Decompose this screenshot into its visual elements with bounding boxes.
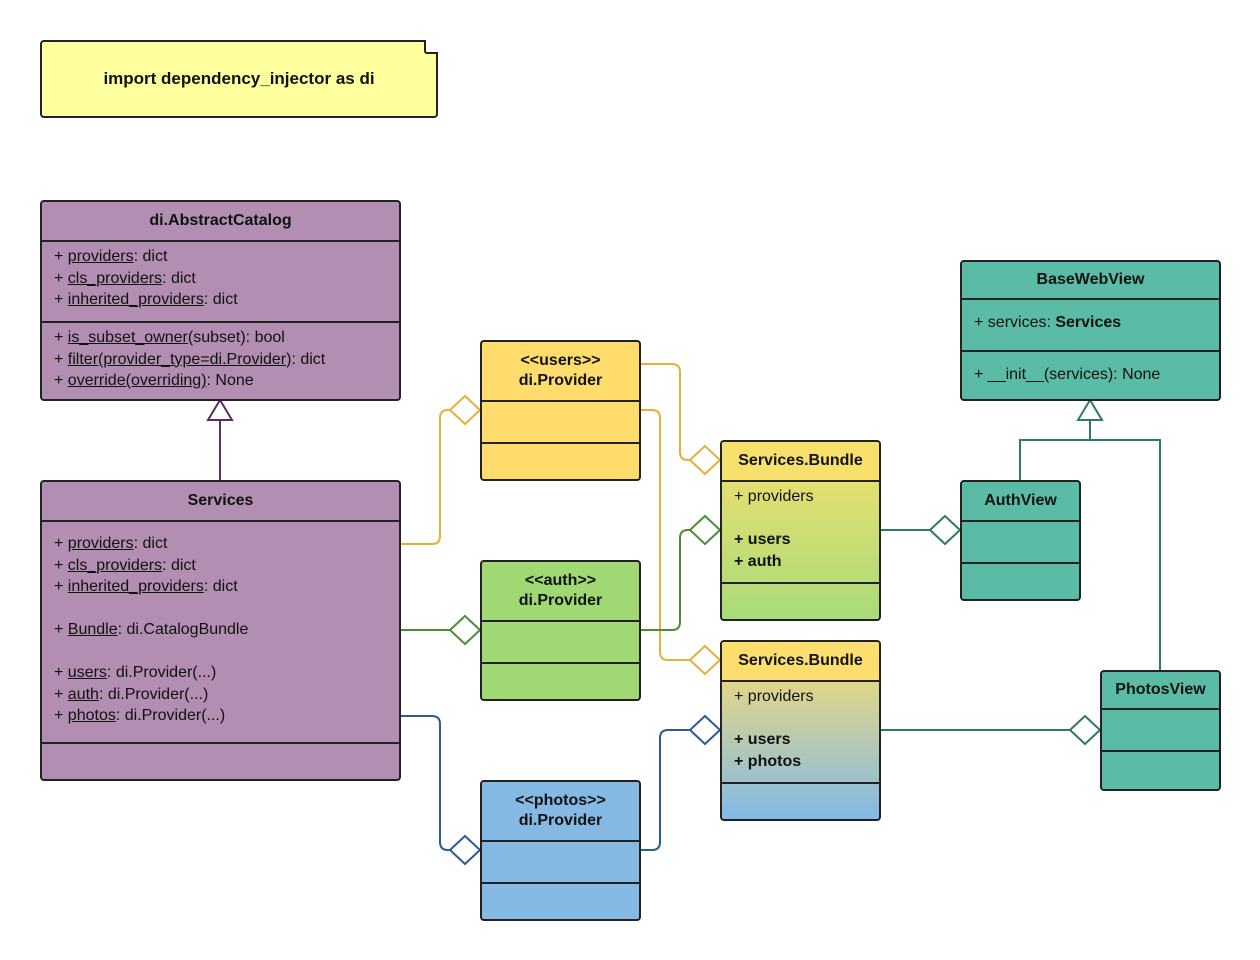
method-row: + filter(provider_type=di.Provider): dic… [54, 350, 326, 368]
method-row: + __init__(services): None [974, 366, 1161, 383]
services-attributes: + providers: dict + cls_providers: dict … [42, 520, 399, 742]
bundle-member: + photos [734, 752, 802, 770]
auth-provider-attributes [482, 620, 639, 662]
services-class[interactable]: Services + providers: dict + cls_provide… [40, 480, 401, 781]
attribute-row: + inherited_providers: dict [54, 291, 238, 308]
bundle-member: + users [734, 731, 791, 748]
base-web-view-title: BaseWebView [1036, 271, 1145, 288]
auth-view-class[interactable]: AuthView [960, 480, 1081, 601]
photos-view-title: PhotosView [1115, 681, 1206, 698]
attribute-row: + cls_providers: dict [54, 556, 196, 574]
import-note: import dependency_injector as di [40, 40, 438, 118]
method-row: + is_subset_owner(subset): bool [54, 329, 285, 346]
abstract-catalog-title: di.AbstractCatalog [149, 212, 292, 229]
attribute-row: + photos: di.Provider(...) [54, 707, 226, 724]
abstract-catalog-class[interactable]: di.AbstractCatalog + providers: dict + c… [40, 200, 401, 401]
attribute-row: + cls_providers: dict [54, 269, 196, 287]
services-bundle-photos-title: Services.Bundle [722, 642, 879, 680]
photos-provider-class[interactable]: <<photos>> di.Provider [480, 780, 641, 921]
auth-view-attributes [962, 520, 1079, 562]
users-provider-attributes [482, 400, 639, 442]
attribute-row: + auth: di.Provider(...) [54, 685, 209, 703]
attribute-row: + providers: dict [54, 248, 168, 265]
abstract-catalog-attributes: + providers: dict + cls_providers: dict … [42, 240, 399, 321]
photos-provider-title: di.Provider [518, 812, 603, 829]
auth-view-methods [962, 562, 1079, 572]
method-row: + override(overriding): None [54, 372, 254, 389]
auth-provider-stereotype: <<auth>> [524, 572, 597, 589]
services-bundle-photos-attributes: + providers + users + photos [722, 680, 879, 782]
auth-provider-header: <<auth>> di.Provider [482, 562, 639, 620]
auth-view-title: AuthView [984, 492, 1057, 509]
abstract-catalog-methods: + is_subset_owner(subset): bool + filter… [42, 321, 399, 396]
base-web-view-methods: + __init__(services): None [962, 350, 1219, 390]
services-bundle-auth-title: Services.Bundle [722, 442, 879, 480]
view-connectors [880, 398, 1161, 746]
photos-view-class[interactable]: PhotosView [1100, 670, 1221, 791]
photos-view-methods [1102, 750, 1219, 760]
photos-provider-methods [482, 882, 639, 892]
services-bundle-auth-class[interactable]: Services.Bundle + providers + users + au… [720, 440, 881, 621]
services-title: Services [187, 492, 254, 509]
bundle-member: + users [734, 531, 791, 548]
users-provider-header: <<users>> di.Provider [482, 342, 639, 400]
users-provider-class[interactable]: <<users>> di.Provider [480, 340, 641, 481]
attribute-row: + users: di.Provider(...) [54, 664, 217, 681]
bundle-field: + providers [734, 488, 814, 505]
attribute-row: + services: Services [974, 314, 1122, 331]
auth-provider-title: di.Provider [518, 592, 603, 609]
services-bundle-auth-methods [722, 582, 879, 592]
photos-provider-attributes [482, 840, 639, 882]
attribute-row: + inherited_providers: dict [54, 578, 238, 595]
users-provider-methods [482, 442, 639, 452]
base-web-view-attributes: + services: Services [962, 298, 1219, 350]
services-bundle-auth-attributes: + providers + users + auth [722, 480, 879, 582]
services-bundle-photos-class[interactable]: Services.Bundle + providers + users + ph… [720, 640, 881, 821]
photos-provider-stereotype: <<photos>> [515, 792, 606, 809]
users-provider-stereotype: <<users>> [520, 352, 601, 369]
attribute-row: + providers: dict [54, 535, 168, 552]
services-methods [42, 742, 399, 752]
attribute-row: + Bundle: di.CatalogBundle [54, 621, 249, 638]
base-web-view-class[interactable]: BaseWebView + services: Services + __ini… [960, 260, 1221, 401]
auth-provider-methods [482, 662, 639, 672]
note-fold-corner [424, 40, 438, 54]
photos-provider-header: <<photos>> di.Provider [482, 782, 639, 840]
photos-view-attributes [1102, 708, 1219, 750]
inheritance-services-to-catalog [206, 398, 234, 480]
auth-connectors [400, 514, 722, 646]
bundle-member: + auth [734, 552, 782, 570]
auth-provider-class[interactable]: <<auth>> di.Provider [480, 560, 641, 701]
bundle-field: + providers [734, 688, 814, 705]
import-note-text: import dependency_injector as di [103, 69, 375, 88]
users-provider-title: di.Provider [518, 372, 603, 389]
services-bundle-photos-methods [722, 782, 879, 792]
